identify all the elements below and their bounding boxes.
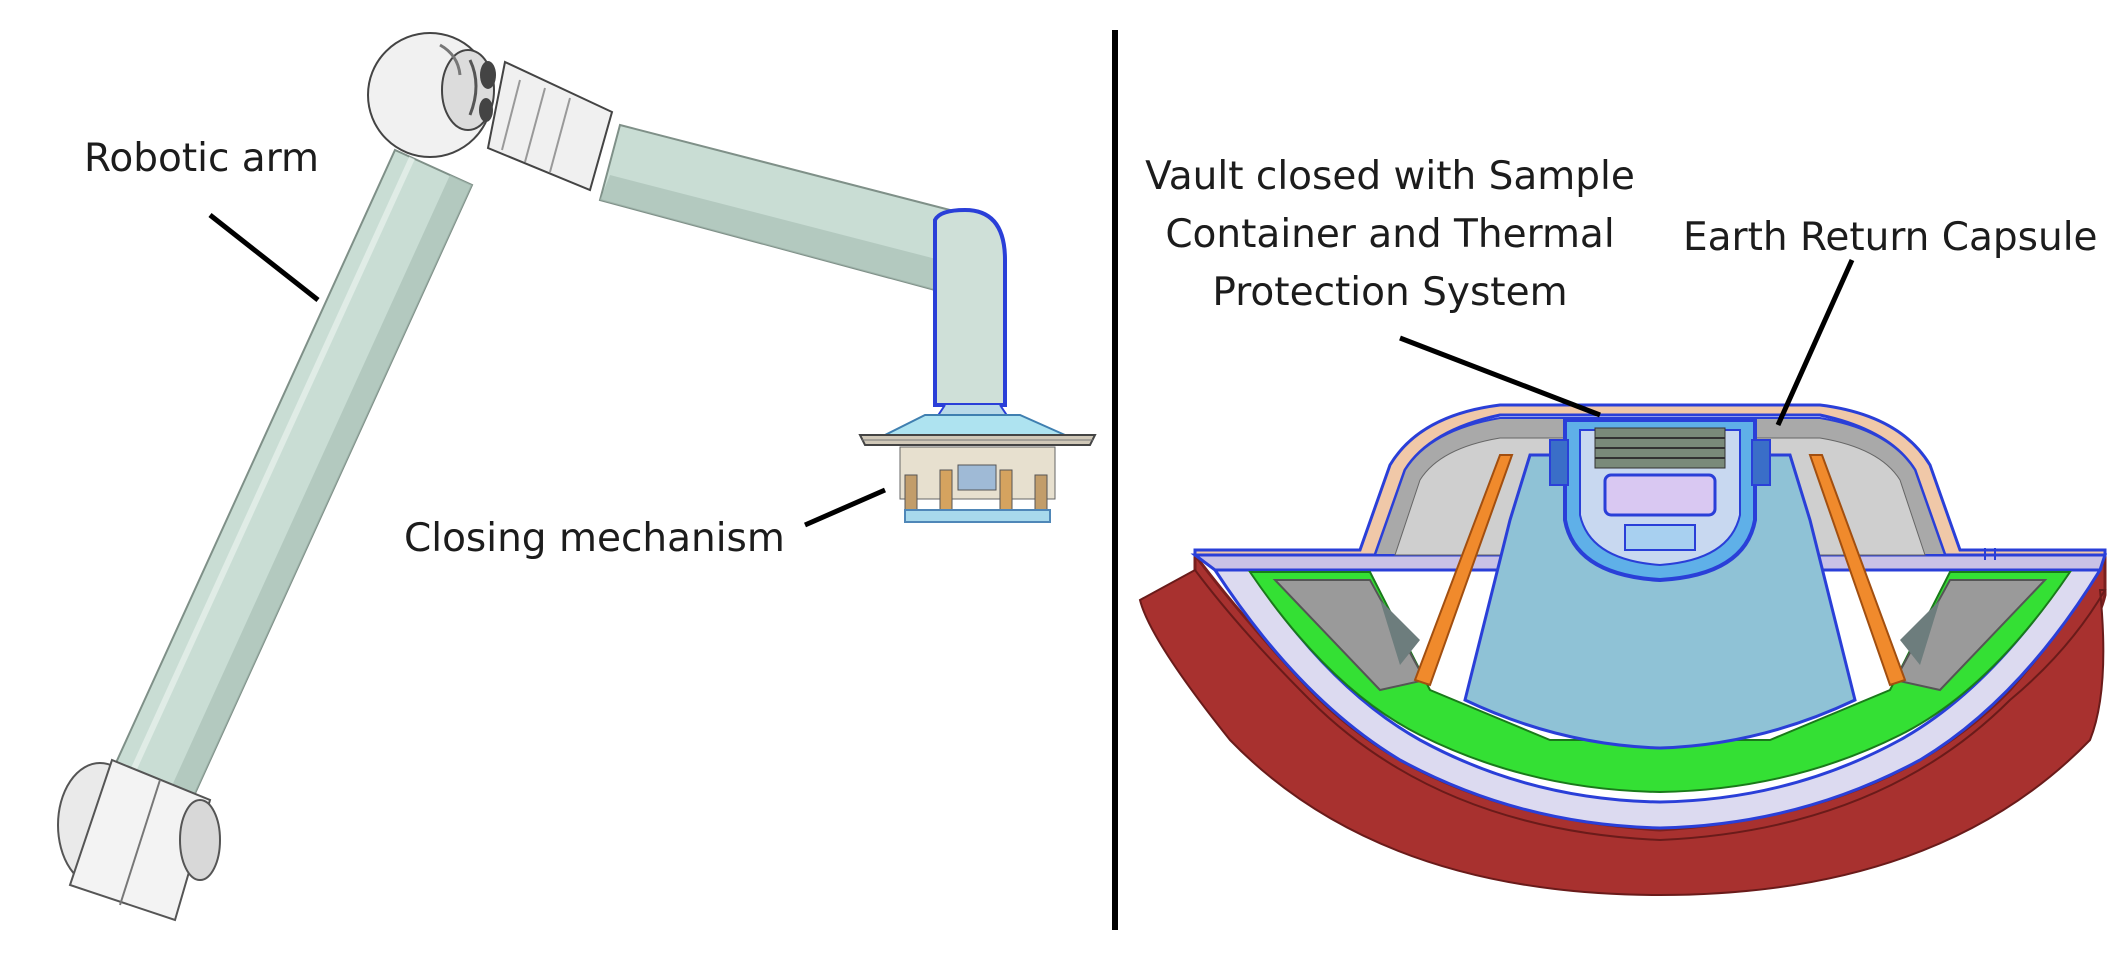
leader-line-vault bbox=[1399, 335, 1601, 418]
orange-strut-left bbox=[1413, 454, 1514, 687]
closing-mechanism-drawing bbox=[858, 414, 1097, 523]
robotic-arm-drawing bbox=[57, 32, 1097, 922]
green-structure bbox=[1248, 571, 2072, 794]
arm-lower-tube bbox=[113, 148, 474, 802]
label-earth-return-capsule: Earth Return Capsule bbox=[1683, 215, 2098, 260]
arm-elbow-joint bbox=[367, 32, 614, 192]
arm-base-joint bbox=[57, 758, 221, 922]
leader-line-closing-mechanism bbox=[803, 487, 887, 528]
arm-wrist bbox=[933, 207, 1012, 421]
arm-upper-tube bbox=[598, 123, 952, 292]
label-vault-line-1: Vault closed with Sample bbox=[1145, 154, 1635, 199]
label-closing-mechanism: Closing mechanism bbox=[404, 516, 785, 561]
label-vault-closed: Vault closed with Sample Container and T… bbox=[1120, 148, 1660, 322]
leader-line-earth-return-capsule bbox=[1775, 258, 1855, 427]
label-vault-line-3: Protection System bbox=[1212, 270, 1568, 315]
inner-volume bbox=[1463, 453, 1857, 750]
label-vault-line-2: Container and Thermal bbox=[1165, 212, 1615, 257]
orange-strut-right bbox=[1808, 454, 1907, 687]
vault-sample-container bbox=[1549, 418, 1771, 583]
earth-return-capsule-drawing bbox=[1138, 258, 2108, 897]
leader-line-robotic-arm bbox=[208, 213, 320, 302]
label-robotic-arm: Robotic arm bbox=[84, 136, 320, 181]
